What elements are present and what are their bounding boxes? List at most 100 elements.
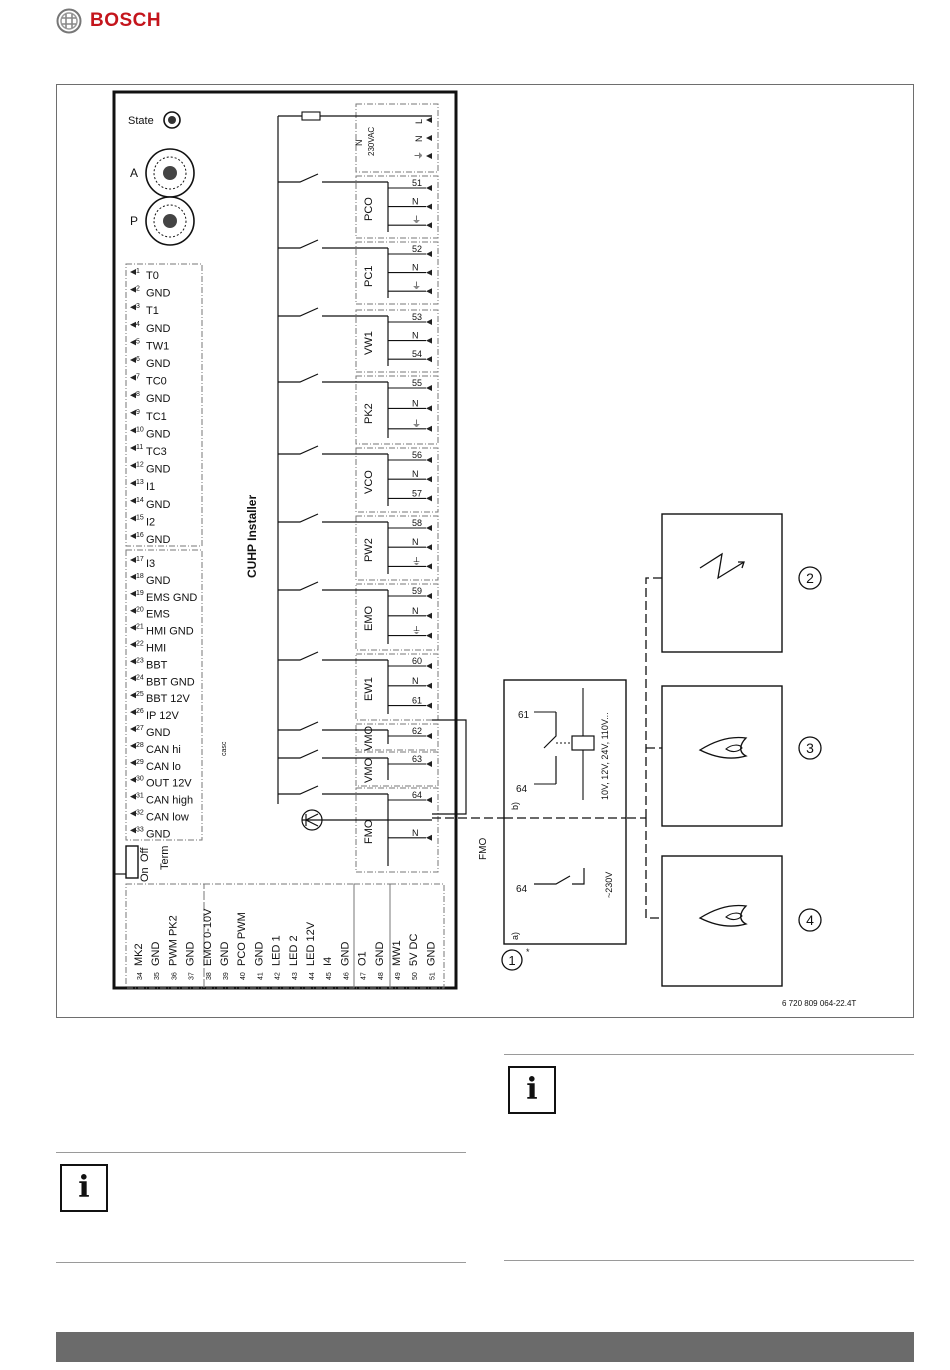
terminal-screw-icon <box>426 425 432 432</box>
state-led-dot <box>168 116 176 124</box>
terminal-screw-icon <box>426 405 432 412</box>
terminal-label: PCO PWM <box>236 912 248 966</box>
output-block <box>355 309 439 373</box>
terminal-number: 26 <box>136 708 144 715</box>
terminal-screw-icon <box>130 557 136 563</box>
device-2-box <box>661 513 783 653</box>
terminal-screw-icon <box>130 427 136 434</box>
terminal-number: 17 <box>136 556 144 563</box>
terminal-screw-icon <box>130 339 136 346</box>
output-block-label: PCO <box>363 197 375 221</box>
terminal-screw-icon <box>130 374 136 381</box>
terminal-label: LED 12V <box>305 921 317 966</box>
output-block-label: FMO <box>363 819 375 844</box>
fuse-icon <box>301 111 321 121</box>
output-terminal: 54 <box>412 349 422 359</box>
relay-switch-contact <box>278 785 388 795</box>
output-terminal: ⏚ <box>412 215 421 225</box>
terminal-number: 15 <box>136 514 144 521</box>
terminal-screw-icon <box>426 682 432 689</box>
terminal-label: GND <box>150 942 162 967</box>
terminal-screw-icon <box>130 759 136 766</box>
terminal-screw-icon <box>130 709 136 716</box>
terminal-screw-icon <box>426 834 432 841</box>
fmo-wire-label: FMO <box>478 838 489 860</box>
terminal-label: HMI GND <box>146 626 194 638</box>
terminal-screw-icon <box>130 726 136 732</box>
power-label-n: N <box>354 140 364 147</box>
terminal-number: 30 <box>136 776 144 783</box>
output-terminal: 58 <box>412 518 422 528</box>
output-block-label: VW1 <box>363 331 375 355</box>
terminal-label: I2 <box>146 516 155 528</box>
terminal-label: GND <box>146 727 171 739</box>
terminal-number: 21 <box>136 624 144 631</box>
terminal-label: OUT 12V <box>146 778 192 790</box>
terminal-screw-icon <box>130 286 136 293</box>
terminal-screw-icon <box>130 675 136 682</box>
state-led-icon <box>163 111 181 129</box>
output-terminal: 62 <box>412 726 422 736</box>
terminal-label: BBT GND <box>146 676 195 688</box>
output-block <box>355 787 439 873</box>
output-block-label: VCO <box>363 470 375 494</box>
output-block-label: PK2 <box>363 403 375 424</box>
callout-4: 4 <box>806 912 814 928</box>
note-right-bottom-rule <box>504 1260 914 1261</box>
terminal-number: 49 <box>395 972 402 980</box>
output-block <box>355 241 439 305</box>
terminal-label: TC1 <box>146 411 167 423</box>
terminal-number: 4 <box>136 321 140 328</box>
brand-name: BOSCH <box>90 10 162 31</box>
output-block <box>355 723 439 751</box>
terminal-screw-icon <box>426 251 432 257</box>
terminal-screw-icon <box>130 641 136 648</box>
terminal-group-sensors <box>125 263 203 547</box>
callout-2-circle <box>798 566 822 590</box>
terminal-number: 40 <box>240 972 247 980</box>
terminal-screw-icon <box>426 135 432 141</box>
output-terminal: 53 <box>412 312 422 322</box>
terminal-screw-icon <box>426 203 432 210</box>
relay-contact <box>543 712 557 784</box>
terminal-number: 48 <box>378 972 385 980</box>
terminal-screw-icon <box>426 319 432 325</box>
bosch-armature-logo-icon <box>56 8 82 34</box>
terminal-screw-icon <box>426 337 432 344</box>
lightning-icon <box>699 552 745 580</box>
output-terminal: 60 <box>412 656 422 666</box>
relay-t61: 61 <box>518 710 530 721</box>
flame-icon <box>698 904 748 927</box>
terminal-label: GND <box>146 288 171 300</box>
terminal-label: MK2 <box>133 943 145 966</box>
terminal-number: 19 <box>136 590 144 597</box>
output-terminal: 64 <box>412 790 422 800</box>
terminal-number: 13 <box>136 479 144 486</box>
relay-mains: ~230V <box>604 872 614 898</box>
right-terminal-column: LN⏚PCO51N⏚PC152N⏚VW153N54PK255N⏚VCO56N57… <box>278 103 439 873</box>
output-terminal: N <box>412 606 419 616</box>
relay-switch-contact <box>278 239 388 249</box>
terminal-number: 23 <box>136 657 144 664</box>
terminal-label: GND <box>185 942 197 967</box>
wire-61-64 <box>432 719 467 815</box>
power-label-voltage: 230VAC <box>367 127 376 156</box>
terminal-number: 35 <box>154 972 161 980</box>
output-terminal: N <box>412 331 419 341</box>
terminal-screw-icon <box>130 269 136 275</box>
output-terminal: 56 <box>412 450 422 460</box>
output-terminal: N <box>412 263 419 273</box>
terminal-number: 27 <box>136 725 144 732</box>
terminal-label: TC0 <box>146 376 167 388</box>
flame-icon <box>698 736 748 759</box>
power-terminal: ⏚ <box>414 151 424 160</box>
output-block-label: VMO <box>363 758 375 784</box>
term-label: Term <box>159 846 171 870</box>
info-icon: i <box>508 1066 556 1114</box>
terminal-screw-icon <box>426 385 432 391</box>
brand-header: BOSCH <box>56 8 161 34</box>
terminal-screw-icon <box>426 593 432 599</box>
terminal-number: 7 <box>136 374 140 381</box>
terminal-number: 10 <box>136 426 144 433</box>
